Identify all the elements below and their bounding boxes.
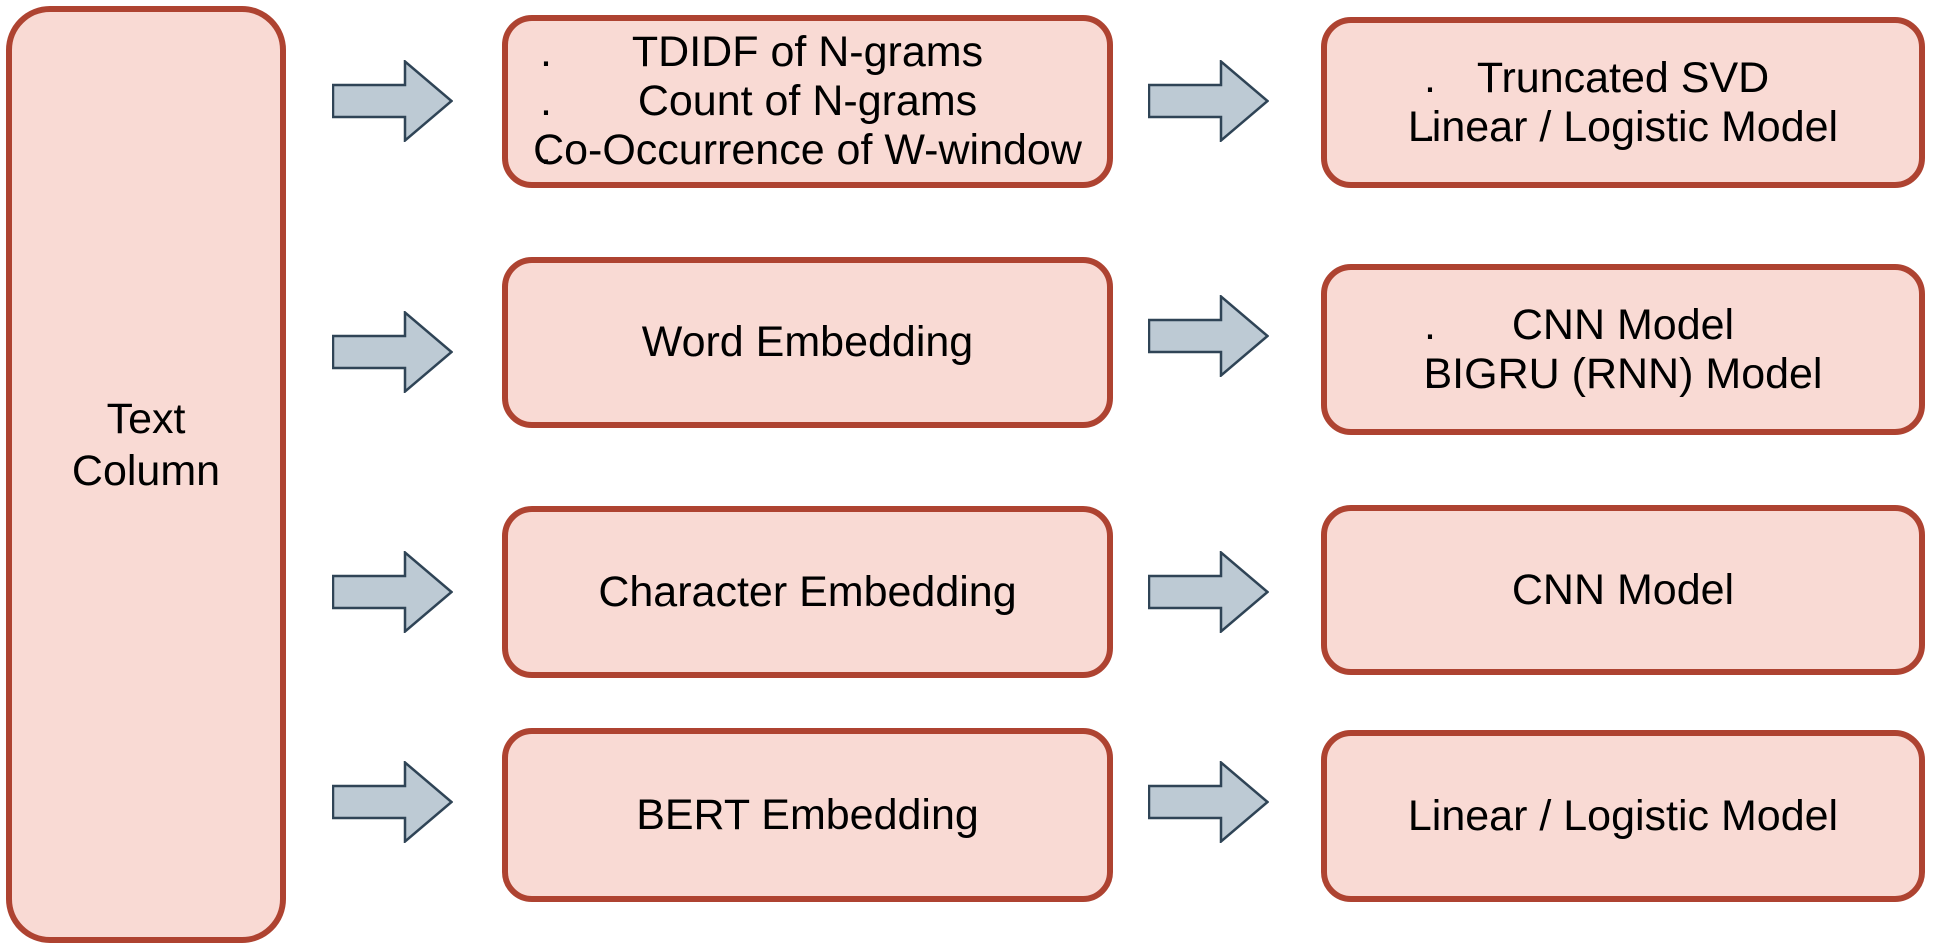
model-node-linear-logistic: Linear / Logistic Model	[1321, 730, 1925, 902]
feature-node-word-embedding: Word Embedding	[502, 257, 1113, 428]
text-column-label: Text Column	[12, 393, 280, 497]
bullet-dot: .	[540, 77, 552, 125]
bullet-dot: .	[1424, 53, 1436, 102]
arrow-right-icon	[332, 761, 453, 843]
bullet-dot: .	[1424, 300, 1436, 349]
feature-node-bert-embedding: BERT Embedding	[502, 728, 1113, 902]
bullet-line: . BIGRU (RNN) Model	[1327, 350, 1919, 399]
line-text: Linear / Logistic Model	[1407, 791, 1839, 840]
bullet-dot: .	[1424, 102, 1436, 151]
arrow-right-icon	[1148, 551, 1269, 633]
bullet-dot: .	[540, 28, 552, 76]
bullet-line: . Co-Occurrence of W-window	[508, 126, 1107, 175]
bullet-line: . Count of N-grams	[508, 77, 1107, 126]
line-text: Character Embedding	[598, 567, 1017, 616]
arrow-right-icon	[1148, 295, 1269, 377]
bullet-line: . Truncated SVD	[1327, 54, 1919, 103]
bullet-dot: .	[1424, 349, 1436, 398]
line-text: CNN Model	[1511, 300, 1735, 349]
bullet-dot: .	[540, 126, 552, 174]
bullet-line: . CNN Model	[1327, 301, 1919, 350]
line-text: Truncated SVD	[1476, 53, 1770, 102]
model-node-cnn: CNN Model	[1321, 505, 1925, 675]
line-text: TDIDF of N-grams	[631, 28, 984, 76]
line-text: BERT Embedding	[636, 790, 979, 839]
arrow-right-icon	[1148, 761, 1269, 843]
bullet-line: . Linear / Logistic Model	[1327, 103, 1919, 152]
model-node-cnn-bigru: . CNN Model . BIGRU (RNN) Model	[1321, 264, 1925, 435]
arrow-right-icon	[332, 60, 453, 142]
line-text: BIGRU (RNN) Model	[1423, 349, 1823, 398]
bullet-line: . TDIDF of N-grams	[508, 28, 1107, 77]
line-text: CNN Model	[1511, 565, 1735, 614]
feature-node-ngrams: . TDIDF of N-grams . Count of N-grams . …	[502, 15, 1113, 188]
model-node-svd-linear: . Truncated SVD . Linear / Logistic Mode…	[1321, 17, 1925, 188]
text-column-node: Text Column	[6, 6, 286, 943]
arrow-right-icon	[332, 551, 453, 633]
feature-node-character-embedding: Character Embedding	[502, 506, 1113, 678]
arrow-right-icon	[332, 311, 453, 393]
line-text: Co-Occurrence of W-window	[533, 126, 1082, 174]
label-line: Text	[106, 394, 186, 443]
label-line: Column	[71, 446, 221, 495]
line-text: Count of N-grams	[637, 77, 978, 125]
line-text: Word Embedding	[641, 318, 974, 366]
arrow-right-icon	[1148, 60, 1269, 142]
line-text: Linear / Logistic Model	[1407, 102, 1839, 151]
